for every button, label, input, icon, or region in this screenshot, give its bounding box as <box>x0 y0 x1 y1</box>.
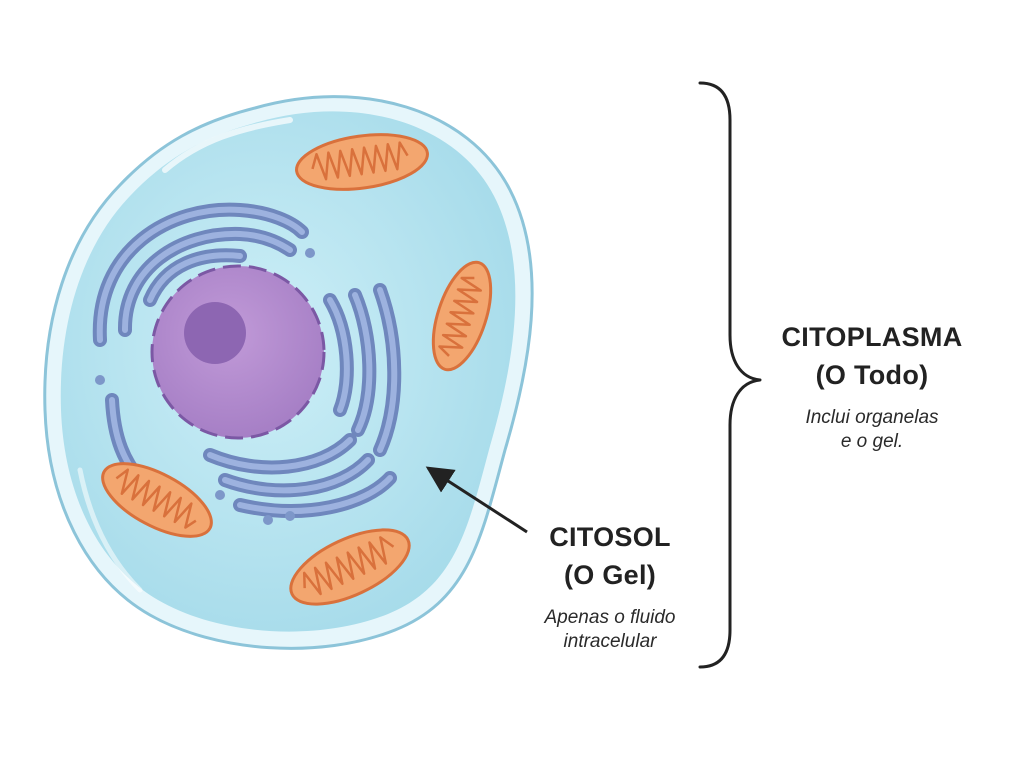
curly-brace-icon <box>698 81 762 669</box>
mitochondria-group <box>101 133 493 606</box>
citosol-description-line: Apenas o fluido <box>544 607 676 628</box>
citoplasma-subtitle: (O Todo) <box>815 360 929 390</box>
membrane-highlight <box>162 117 293 173</box>
mitochondrion <box>101 462 213 538</box>
citosol-description-line: intracelular <box>563 631 657 652</box>
citoplasma-label: CITOPLASMA (O Todo) Inclui organelas e o… <box>752 318 992 454</box>
citoplasma-title: CITOPLASMA <box>781 322 963 352</box>
mitochondrion <box>431 260 493 372</box>
membrane-highlight <box>77 467 143 593</box>
citosol-label: CITOSOL (O Gel) Apenas o fluido intracel… <box>500 518 720 654</box>
citoplasma-description-line: e o gel. <box>840 431 904 452</box>
nucleolus <box>184 302 246 364</box>
citosol-description: Apenas o fluido intracelular <box>500 606 720 654</box>
citosol-title: CITOSOL <box>549 522 671 552</box>
arrow-icon <box>425 466 528 534</box>
mitochondrion <box>289 528 411 606</box>
mitochondrion <box>295 133 429 191</box>
citosol-subtitle: (O Gel) <box>563 560 657 590</box>
citoplasma-description: Inclui organelas e o gel. <box>752 406 992 454</box>
citoplasma-description-line: Inclui organelas <box>805 407 939 428</box>
nucleus <box>150 264 326 440</box>
